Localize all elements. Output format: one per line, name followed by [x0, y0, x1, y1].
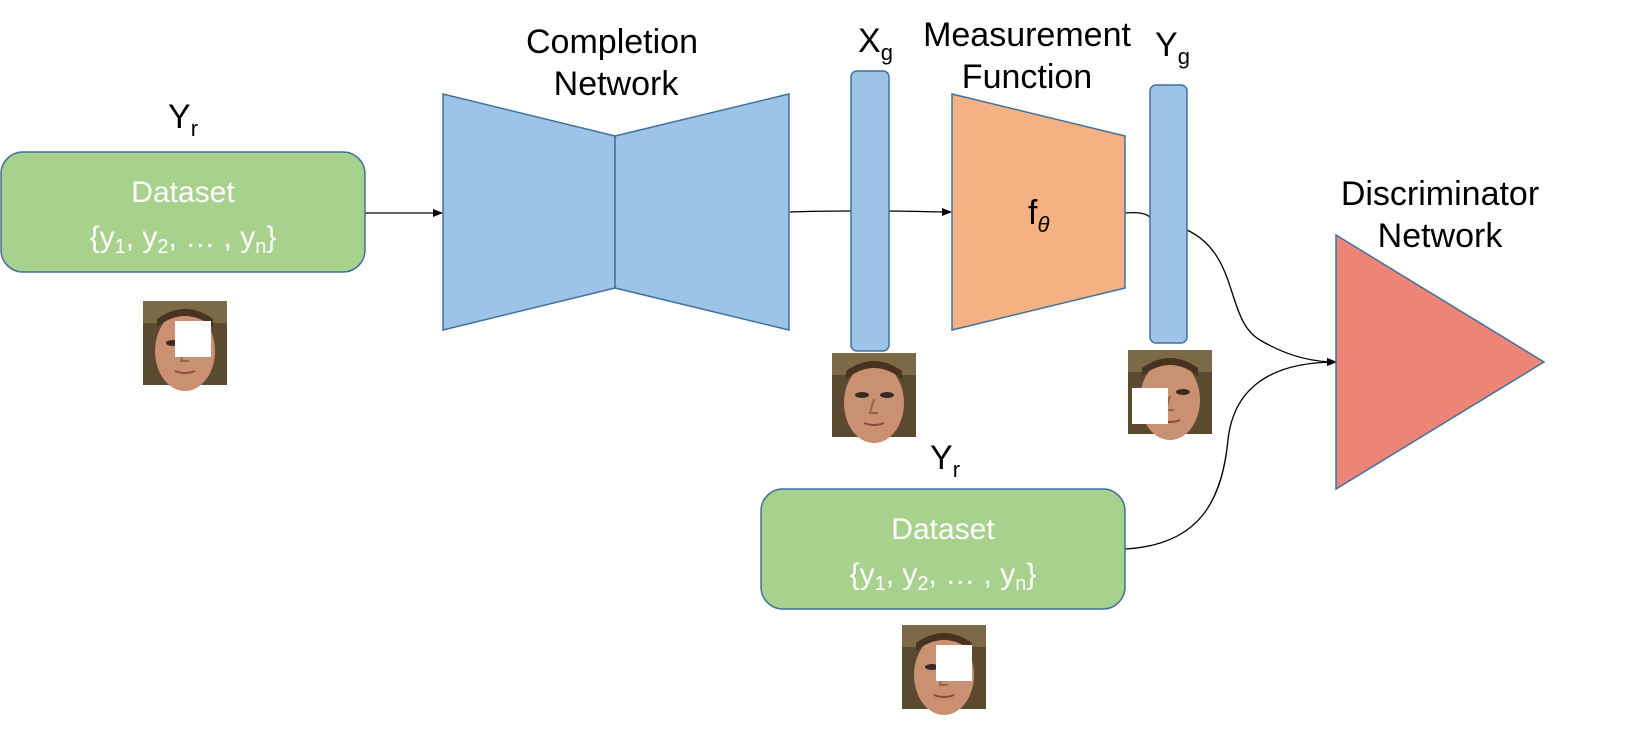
- connector-completion-to-xg: [789, 210, 853, 213]
- dataset-bottom-title: Dataset: [891, 513, 995, 546]
- measurement-function-title-line1: Measurement: [923, 16, 1131, 54]
- face-masked-input-image: [142, 300, 228, 392]
- dataset-top-label: Yr: [168, 98, 198, 141]
- dataset-top-set: {y1, y2, … , yn}: [90, 221, 277, 258]
- measurement-function-shape: [951, 93, 1126, 331]
- dataset-top-box: [0, 151, 366, 273]
- measurement-function-title-line2: Function: [962, 58, 1092, 96]
- yg-bar: [1149, 84, 1188, 344]
- yg-label: Yg: [1155, 26, 1190, 69]
- dataset-bottom-label: Yr: [930, 439, 960, 482]
- discriminator-network-title-line1: Discriminator: [1341, 175, 1539, 213]
- dataset-bottom-box: [760, 488, 1126, 610]
- xg-label: Xg: [858, 22, 893, 65]
- xg-bar: [850, 70, 890, 352]
- face-completed-image: [831, 352, 917, 444]
- completion-network-title-line1: Completion: [526, 23, 698, 61]
- completion-network-encoder: [442, 93, 616, 331]
- arrow-dataset-to-discriminator: [1124, 358, 1337, 550]
- dataset-top-title: Dataset: [131, 176, 235, 209]
- completion-network-title-line2: Network: [554, 65, 680, 103]
- face-measured-image: [1127, 349, 1213, 441]
- dataset-bottom-set: {y1, y2, … , yn}: [850, 558, 1037, 595]
- discriminator-network-title-line2: Network: [1378, 217, 1504, 255]
- arrow-xg-to-measurement: [888, 207, 952, 216]
- arrow-yg-to-discriminator: [1186, 229, 1337, 366]
- face-masked-real-image: [901, 624, 987, 716]
- connector-measurement-to-yg: [1124, 211, 1151, 218]
- f-theta-label: fθ: [1028, 194, 1049, 237]
- discriminator-network-shape: [1335, 233, 1546, 491]
- completion-network-decoder: [614, 93, 790, 331]
